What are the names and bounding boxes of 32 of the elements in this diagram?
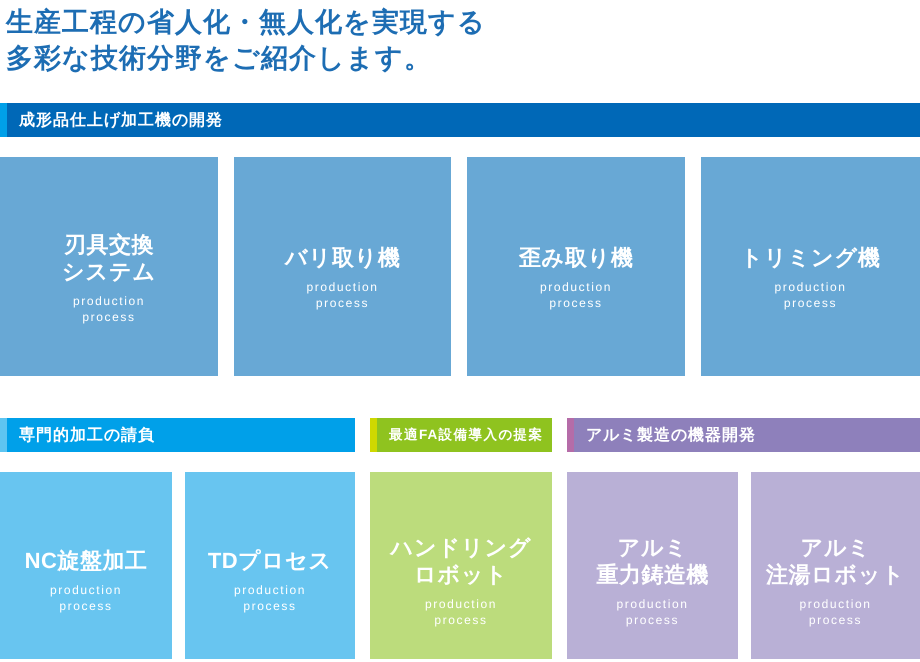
service-tile: [0, 157, 218, 376]
category-header-band: 専門的加工の請負: [0, 418, 355, 452]
service-tile: [234, 157, 451, 376]
tile-subtitle: production process: [773, 279, 848, 311]
tile-heading: 刃具交換システム: [62, 230, 156, 284]
category-header-band: アルミ製造の機器開発: [567, 418, 920, 452]
page-title: 生産工程の省人化・無人化を実現する多彩な技術分野をご紹介します。: [6, 6, 486, 75]
service-tile: [567, 472, 738, 659]
service-tile: [370, 472, 552, 659]
service-tile: [701, 157, 920, 376]
tile-subtitle: production process: [424, 596, 498, 628]
service-tile: [0, 472, 172, 659]
tile-heading: ハンドリングロボット: [390, 534, 532, 588]
tile-heading: TDプロセス: [208, 547, 332, 574]
category-header-band: 最適FA設備導入の提案: [370, 418, 552, 452]
tile-heading: バリ取り機: [284, 244, 400, 271]
tile-subtitle: production process: [72, 292, 146, 324]
tile-subtitle: production process: [798, 596, 873, 628]
category-header-band: 成形品仕上げ加工機の開発: [0, 103, 920, 137]
tile-heading: アルミ注湯ロボット: [766, 534, 905, 588]
tile-subtitle: production process: [615, 596, 690, 628]
tile-heading: NC旋盤加工: [24, 547, 148, 574]
tile-subtitle: production process: [232, 582, 308, 614]
tile-subtitle: production process: [305, 279, 380, 311]
tile-heading: 歪み取り機: [518, 244, 634, 271]
tile-heading: トリミング機: [740, 244, 880, 271]
service-tile: [751, 472, 920, 659]
tile-heading: アルミ重力鋳造機: [596, 534, 709, 588]
service-tile: [185, 472, 355, 659]
service-tile: [467, 157, 685, 376]
tile-subtitle: production process: [48, 582, 124, 614]
tile-subtitle: production process: [538, 279, 614, 311]
